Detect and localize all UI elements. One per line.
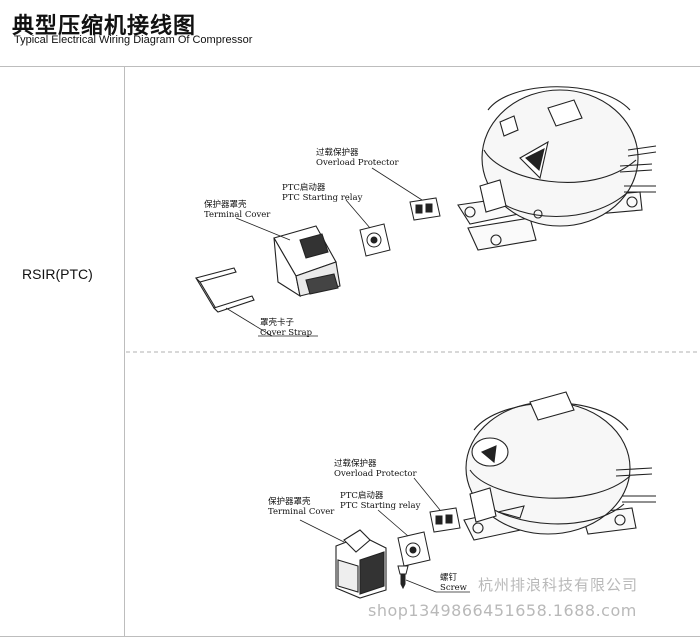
overload-label-cn-top: 过载保护器 xyxy=(316,148,359,158)
table-top-border xyxy=(0,66,700,67)
cover-label-cn-bottom: 保护器罩壳 xyxy=(268,497,311,507)
ptc-label-en-bottom: PTC Starting relay xyxy=(340,501,421,511)
overload-label-en-top: Overload Protector xyxy=(316,158,399,168)
column-divider xyxy=(124,66,125,636)
ptc-label-cn-bottom: PTC启动器 xyxy=(340,491,384,501)
overload-label-cn-bottom: 过载保护器 xyxy=(334,459,377,469)
strap-label-cn-top: 罩壳卡子 xyxy=(260,318,295,328)
overload-protector-bottom xyxy=(429,507,461,533)
ptc-relay-top xyxy=(359,223,391,257)
ptc-label-cn-top: PTC启动器 xyxy=(282,183,326,193)
ptc-label-en-top: PTC Starting relay xyxy=(282,193,363,203)
cover-label-cn-top: 保护器罩壳 xyxy=(204,200,247,210)
overload-protector-top xyxy=(409,197,441,221)
overload-label-en-bottom: Overload Protector xyxy=(334,469,417,479)
cover-label-en-top: Terminal Cover xyxy=(204,210,271,220)
row-label: RSIR(PTC) xyxy=(22,266,93,282)
title-english: Typical Electrical Wiring Diagram Of Com… xyxy=(14,34,253,46)
cover-label-en-bottom: Terminal Cover xyxy=(268,507,335,517)
watermark-company: 杭州排浪科技有限公司 xyxy=(478,576,639,594)
screw-label-en: Screw xyxy=(440,583,467,593)
compressor-bottom xyxy=(463,391,656,541)
screw-label-cn: 螺钉 xyxy=(440,573,458,583)
strap-label-en-top: Cover Strap xyxy=(260,328,313,338)
table-bottom-border xyxy=(0,636,700,637)
compressor-top xyxy=(457,86,657,251)
screw-icon xyxy=(397,565,409,590)
ptc-relay-bottom xyxy=(397,531,431,567)
terminal-cover-bottom xyxy=(335,529,387,599)
cover-strap-top xyxy=(194,267,255,313)
terminal-cover-top xyxy=(273,225,341,298)
watermark-url: shop1349866451658.1688.com xyxy=(368,601,637,620)
title-chinese: 典型压缩机接线图 xyxy=(12,14,197,39)
